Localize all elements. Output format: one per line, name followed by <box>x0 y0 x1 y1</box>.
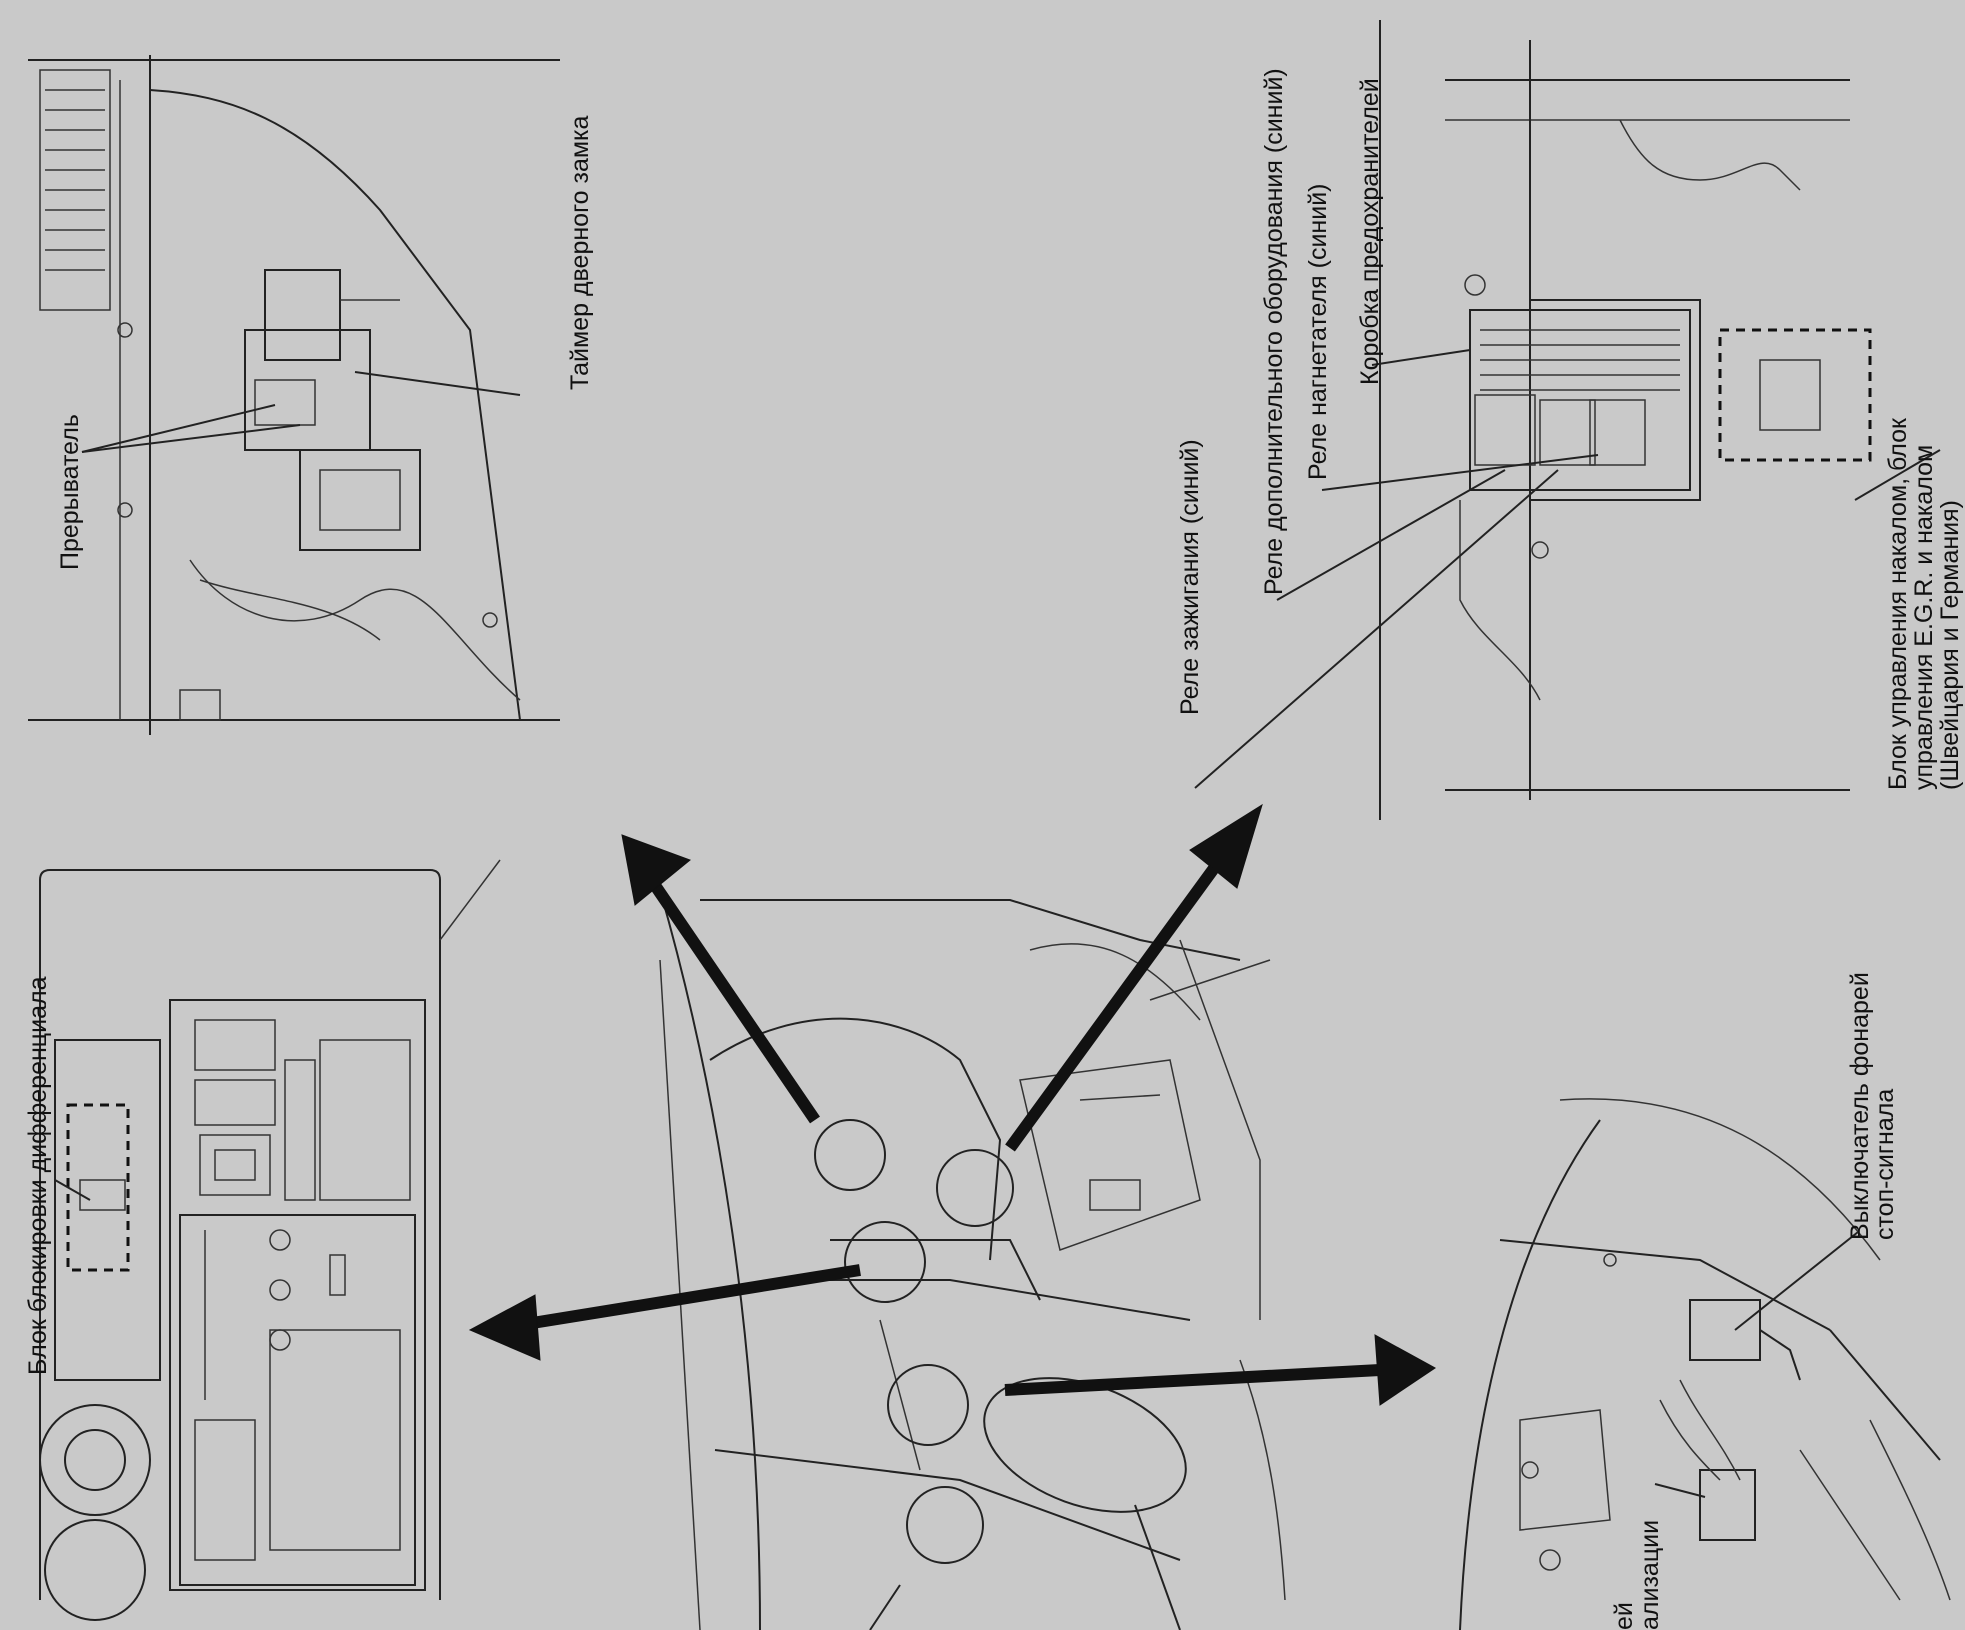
door-lock-timer-drawing <box>28 55 560 735</box>
pointer-arrows <box>468 803 1436 1406</box>
dashboard-overview-drawing <box>659 889 1286 1630</box>
diff-lock-unit-label: Блок блокировки дифференциала <box>24 976 52 1375</box>
cut-label-line2: ализации <box>1636 1520 1664 1630</box>
stop-switch-label-line1: Выключатель фонарей <box>1846 972 1874 1240</box>
ignition-relay-label: Реле зажигания (синий) <box>1176 439 1204 715</box>
glow-control-label-line3: (Швейцария и Германия) <box>1936 500 1964 790</box>
accessory-relay-label: Реле дополнительного оборудования (синий… <box>1260 68 1288 595</box>
glow-control-label-line1: Блок управления накалом, блок <box>1884 417 1912 790</box>
diff-lock-console-drawing <box>39 859 501 1621</box>
stop-switch-label-line2: стоп-сигнала <box>1871 1089 1899 1240</box>
fuse-box-label: Коробка предохранителей <box>1356 78 1384 385</box>
blower-relay-label: Реле нагнетателя (синий) <box>1304 184 1332 480</box>
door-lock-timer-label: Таймер дверного замка <box>566 115 594 390</box>
stop-switch-drawing <box>1459 1098 1951 1630</box>
glow-control-label-line2: управления E.G.R. и накалом <box>1910 445 1938 790</box>
relay-fusebox-drawing <box>1194 20 1941 820</box>
cut-label-line1: ей <box>1610 1602 1638 1630</box>
interrupter-label: Прерыватель <box>56 414 84 570</box>
